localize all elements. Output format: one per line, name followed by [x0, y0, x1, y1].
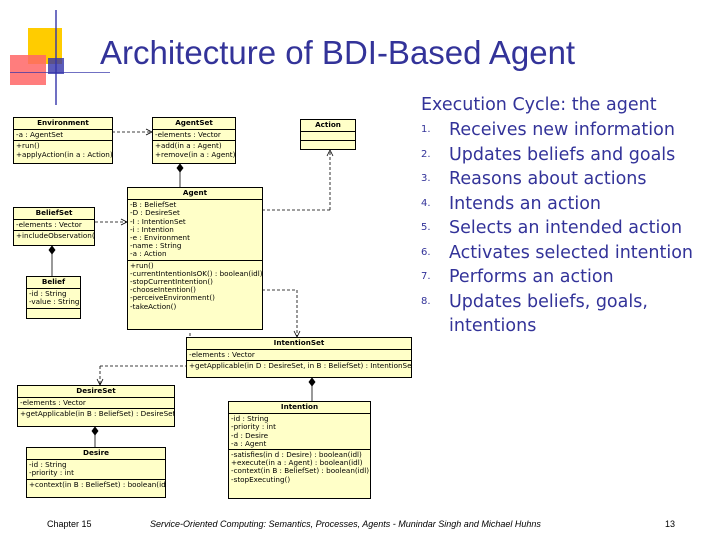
class-action: Action — [300, 119, 356, 150]
class-attr: -priority : int — [29, 468, 74, 478]
class-attr: -e : Environment — [130, 233, 190, 243]
class-intention: Intention -id : String -priority : int -… — [228, 401, 371, 499]
list-number: 5. — [421, 222, 431, 233]
class-name: Environment — [14, 118, 112, 131]
class-agent: Agent -B : BeliefSet -D : DesireSet -I :… — [127, 187, 263, 330]
list-text: Receives new information — [449, 120, 675, 140]
class-name: Desire — [27, 448, 165, 461]
list-item: 8. Updates beliefs, goals, intentions — [413, 290, 713, 339]
class-op: +add(in a : Agent) — [155, 141, 222, 151]
list-number: 6. — [421, 246, 431, 258]
class-attr: -i : Intention — [130, 224, 174, 234]
list-item: 1. Receives new information — [413, 118, 713, 143]
list-number: 8. — [421, 295, 431, 307]
list-item: 3. Reasons about actions — [413, 167, 713, 192]
class-attr: -a : AgentSet — [16, 130, 64, 140]
list-text: Performs an action — [449, 267, 614, 287]
list-number: 7. — [421, 271, 431, 282]
class-environment: Environment -a : AgentSet +run() +applyA… — [13, 117, 113, 164]
class-name: DesireSet — [18, 386, 174, 399]
class-op: -takeAction() — [130, 301, 177, 311]
footer-page-number: 13 — [665, 519, 676, 529]
list-item: 6. Activates selected intention — [413, 241, 713, 266]
class-attr: -id : String — [29, 289, 67, 299]
class-op: -chooseIntention() — [130, 285, 196, 295]
class-op: +run() — [130, 260, 154, 270]
class-name: Action — [301, 120, 355, 133]
list-item: 5. Selects an intended action — [413, 216, 713, 241]
class-name: Agent — [128, 188, 262, 201]
class-attr: -value : String — [29, 297, 80, 307]
class-attr: -a : Agent — [231, 438, 267, 448]
class-attr: -elements : Vector — [189, 350, 255, 360]
class-belief: Belief -id : String -value : String — [26, 276, 81, 319]
class-op: -stopExecuting() — [231, 474, 291, 484]
class-op: -perceiveEnvironment() — [130, 293, 215, 303]
class-agentset: AgentSet -elements : Vector +add(in a : … — [152, 117, 236, 164]
list-text: Reasons about actions — [449, 169, 647, 189]
list-item: 4. Intends an action — [413, 192, 713, 217]
class-attr: -priority : int — [231, 422, 276, 432]
class-op: +execute(in a : Agent) : boolean(idl) — [231, 458, 363, 468]
class-intentionset: IntentionSet -elements : Vector +getAppl… — [186, 337, 412, 378]
class-attr: -elements : Vector — [16, 220, 82, 230]
class-op: +applyAction(in a : Action) — [16, 149, 113, 159]
class-beliefset: BeliefSet -elements : Vector +includeObs… — [13, 207, 95, 246]
class-desireset: DesireSet -elements : Vector +getApplica… — [17, 385, 175, 427]
class-op: -currentIntentionIsOK() : boolean(idl) — [130, 268, 263, 278]
class-desire: Desire -id : String -priority : int +con… — [26, 447, 166, 498]
footer-citation: Service-Oriented Computing: Semantics, P… — [150, 519, 541, 529]
class-name: Intention — [229, 402, 370, 415]
list-number: 2. — [421, 148, 431, 160]
class-op: +getApplicable(in D : DesireSet, in B : … — [189, 361, 412, 371]
class-op: +getApplicable(in B : BeliefSet) : Desir… — [20, 409, 175, 419]
slide-title: Architecture of BDI-Based Agent — [100, 34, 576, 71]
execution-cycle-heading: Execution Cycle: the agent — [421, 95, 657, 115]
execution-cycle-panel: Execution Cycle: the agent 1. Receives ne… — [413, 92, 713, 502]
class-op: -satisfies(in d : Desire) : boolean(idl) — [231, 450, 362, 460]
list-item: 7. Performs an action — [413, 265, 713, 290]
class-attr: -name : String — [130, 241, 182, 251]
class-name: IntentionSet — [187, 338, 411, 351]
class-attr: -D : DesireSet — [130, 208, 180, 218]
list-number: 1. — [421, 124, 431, 135]
class-attr: -id : String — [231, 414, 269, 424]
class-name: AgentSet — [153, 118, 235, 131]
list-text: Selects an intended action — [449, 218, 683, 238]
class-attr: -d : Desire — [231, 430, 269, 440]
class-attr: -id : String — [29, 460, 67, 470]
deco-red-square — [10, 55, 46, 85]
footer-chapter: Chapter 15 — [47, 519, 92, 529]
deco-horizontal-line — [10, 72, 110, 73]
class-attr: -B : BeliefSet — [130, 200, 177, 210]
class-op: +includeObservation() — [16, 231, 95, 241]
list-text: Intends an action — [449, 193, 602, 214]
class-op: -context(in B : BeliefSet) : boolean(idl… — [231, 466, 370, 476]
deco-vertical-line — [55, 10, 57, 105]
list-item: 2. Updates beliefs and goals — [413, 143, 713, 168]
class-name: BeliefSet — [14, 208, 94, 221]
class-op: +context(in B : BeliefSet) : boolean(idl… — [29, 479, 166, 489]
class-attr: -I : IntentionSet — [130, 216, 186, 226]
class-attr: -elements : Vector — [155, 130, 221, 140]
class-attr: -elements : Vector — [20, 398, 86, 408]
list-number: 3. — [421, 173, 431, 184]
class-op: -stopCurrentIntention() — [130, 277, 213, 287]
list-number: 4. — [421, 197, 431, 209]
class-op: +remove(in a : Agent) — [155, 149, 236, 159]
class-op: +run() — [16, 141, 40, 151]
list-text: Activates selected intention — [449, 242, 694, 263]
class-attr: -a : Action — [130, 249, 167, 259]
list-text: Updates beliefs and goals — [449, 144, 676, 165]
class-name: Belief — [27, 277, 80, 290]
list-text: Updates beliefs, goals, intentions — [449, 291, 648, 337]
execution-cycle-list: 1. Receives new information 2. Updates bel… — [413, 118, 713, 339]
